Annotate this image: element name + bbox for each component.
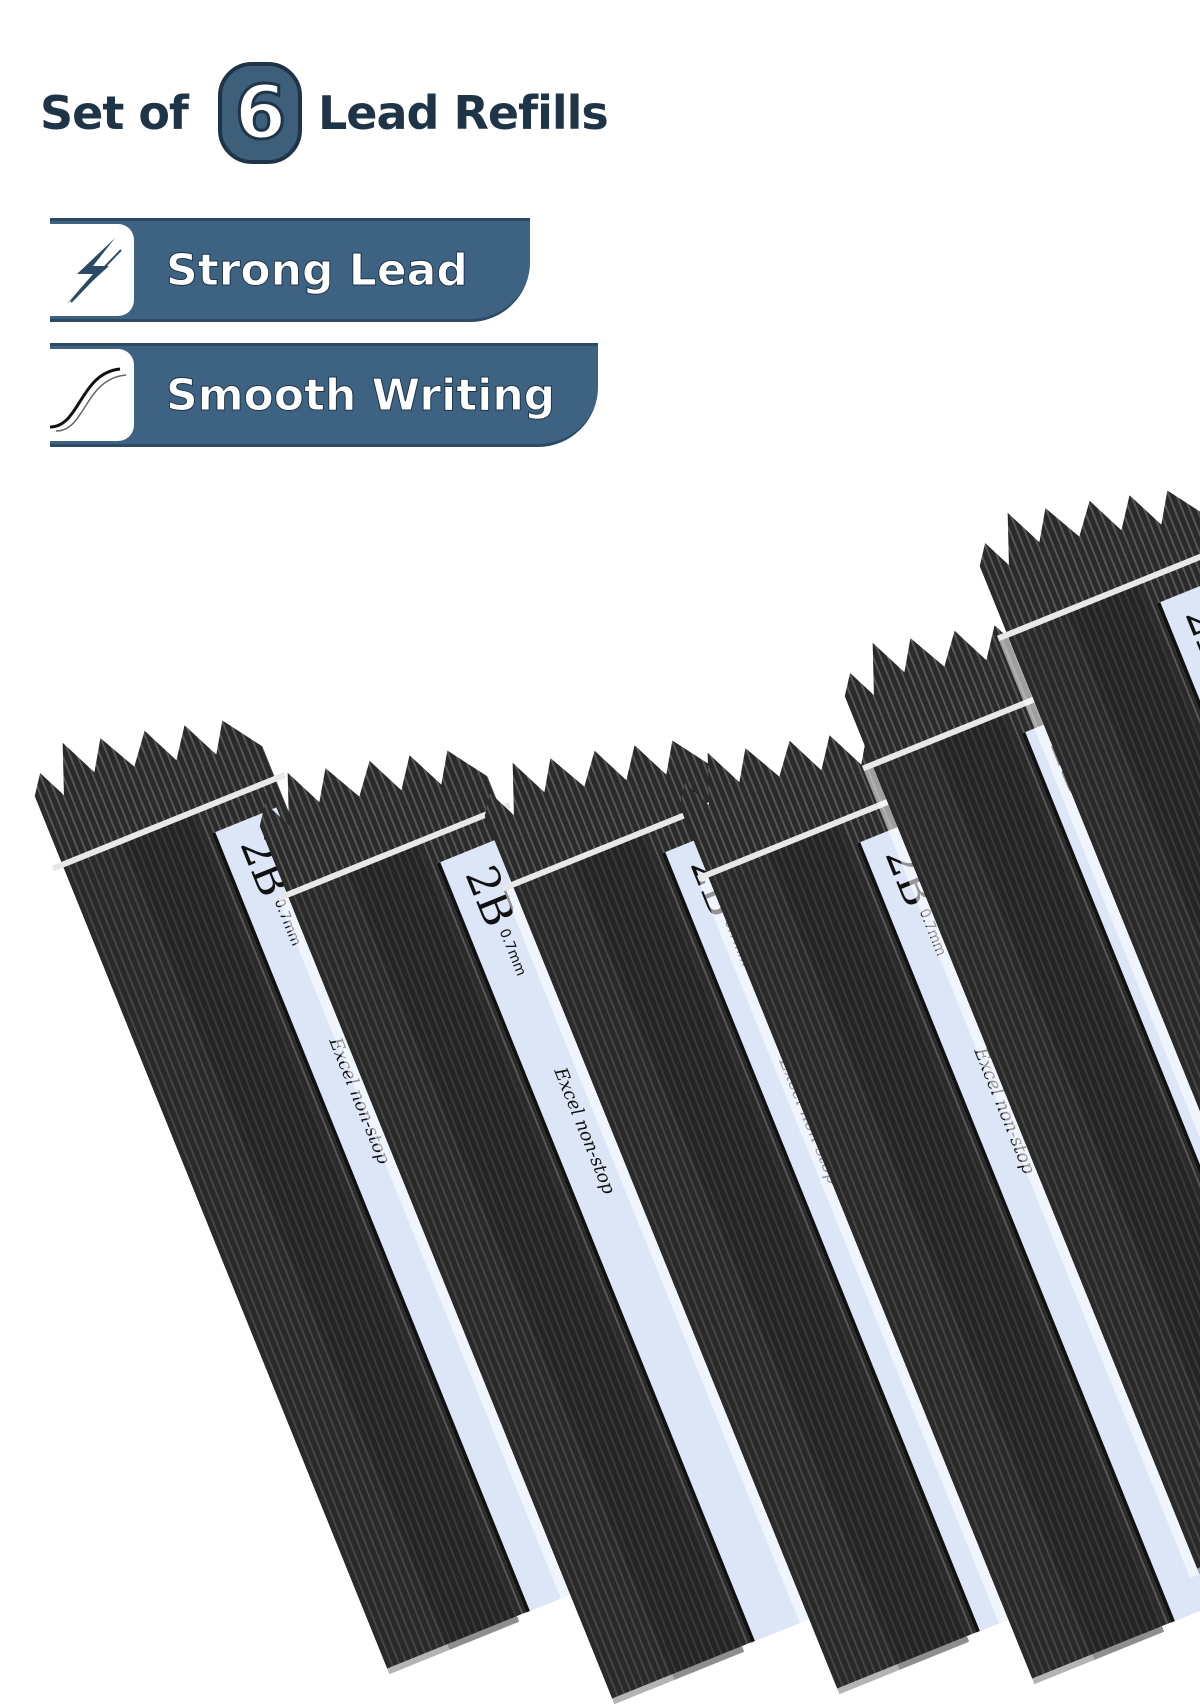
lightning-icon	[50, 224, 134, 316]
feature-banner-smooth-writing: Smooth Writing	[50, 343, 598, 447]
feature-label: Strong Lead	[166, 244, 469, 296]
headline-prefix: Set of	[40, 86, 189, 140]
headline-number: 6	[217, 62, 302, 164]
headline: Set of 6 Lead Refills	[40, 62, 609, 164]
feature-banner-strong-lead: Strong Lead	[50, 218, 530, 322]
headline-suffix: Lead Refills	[317, 86, 609, 140]
feature-label: Smooth Writing	[165, 369, 556, 421]
curve-stroke-icon	[50, 349, 134, 441]
